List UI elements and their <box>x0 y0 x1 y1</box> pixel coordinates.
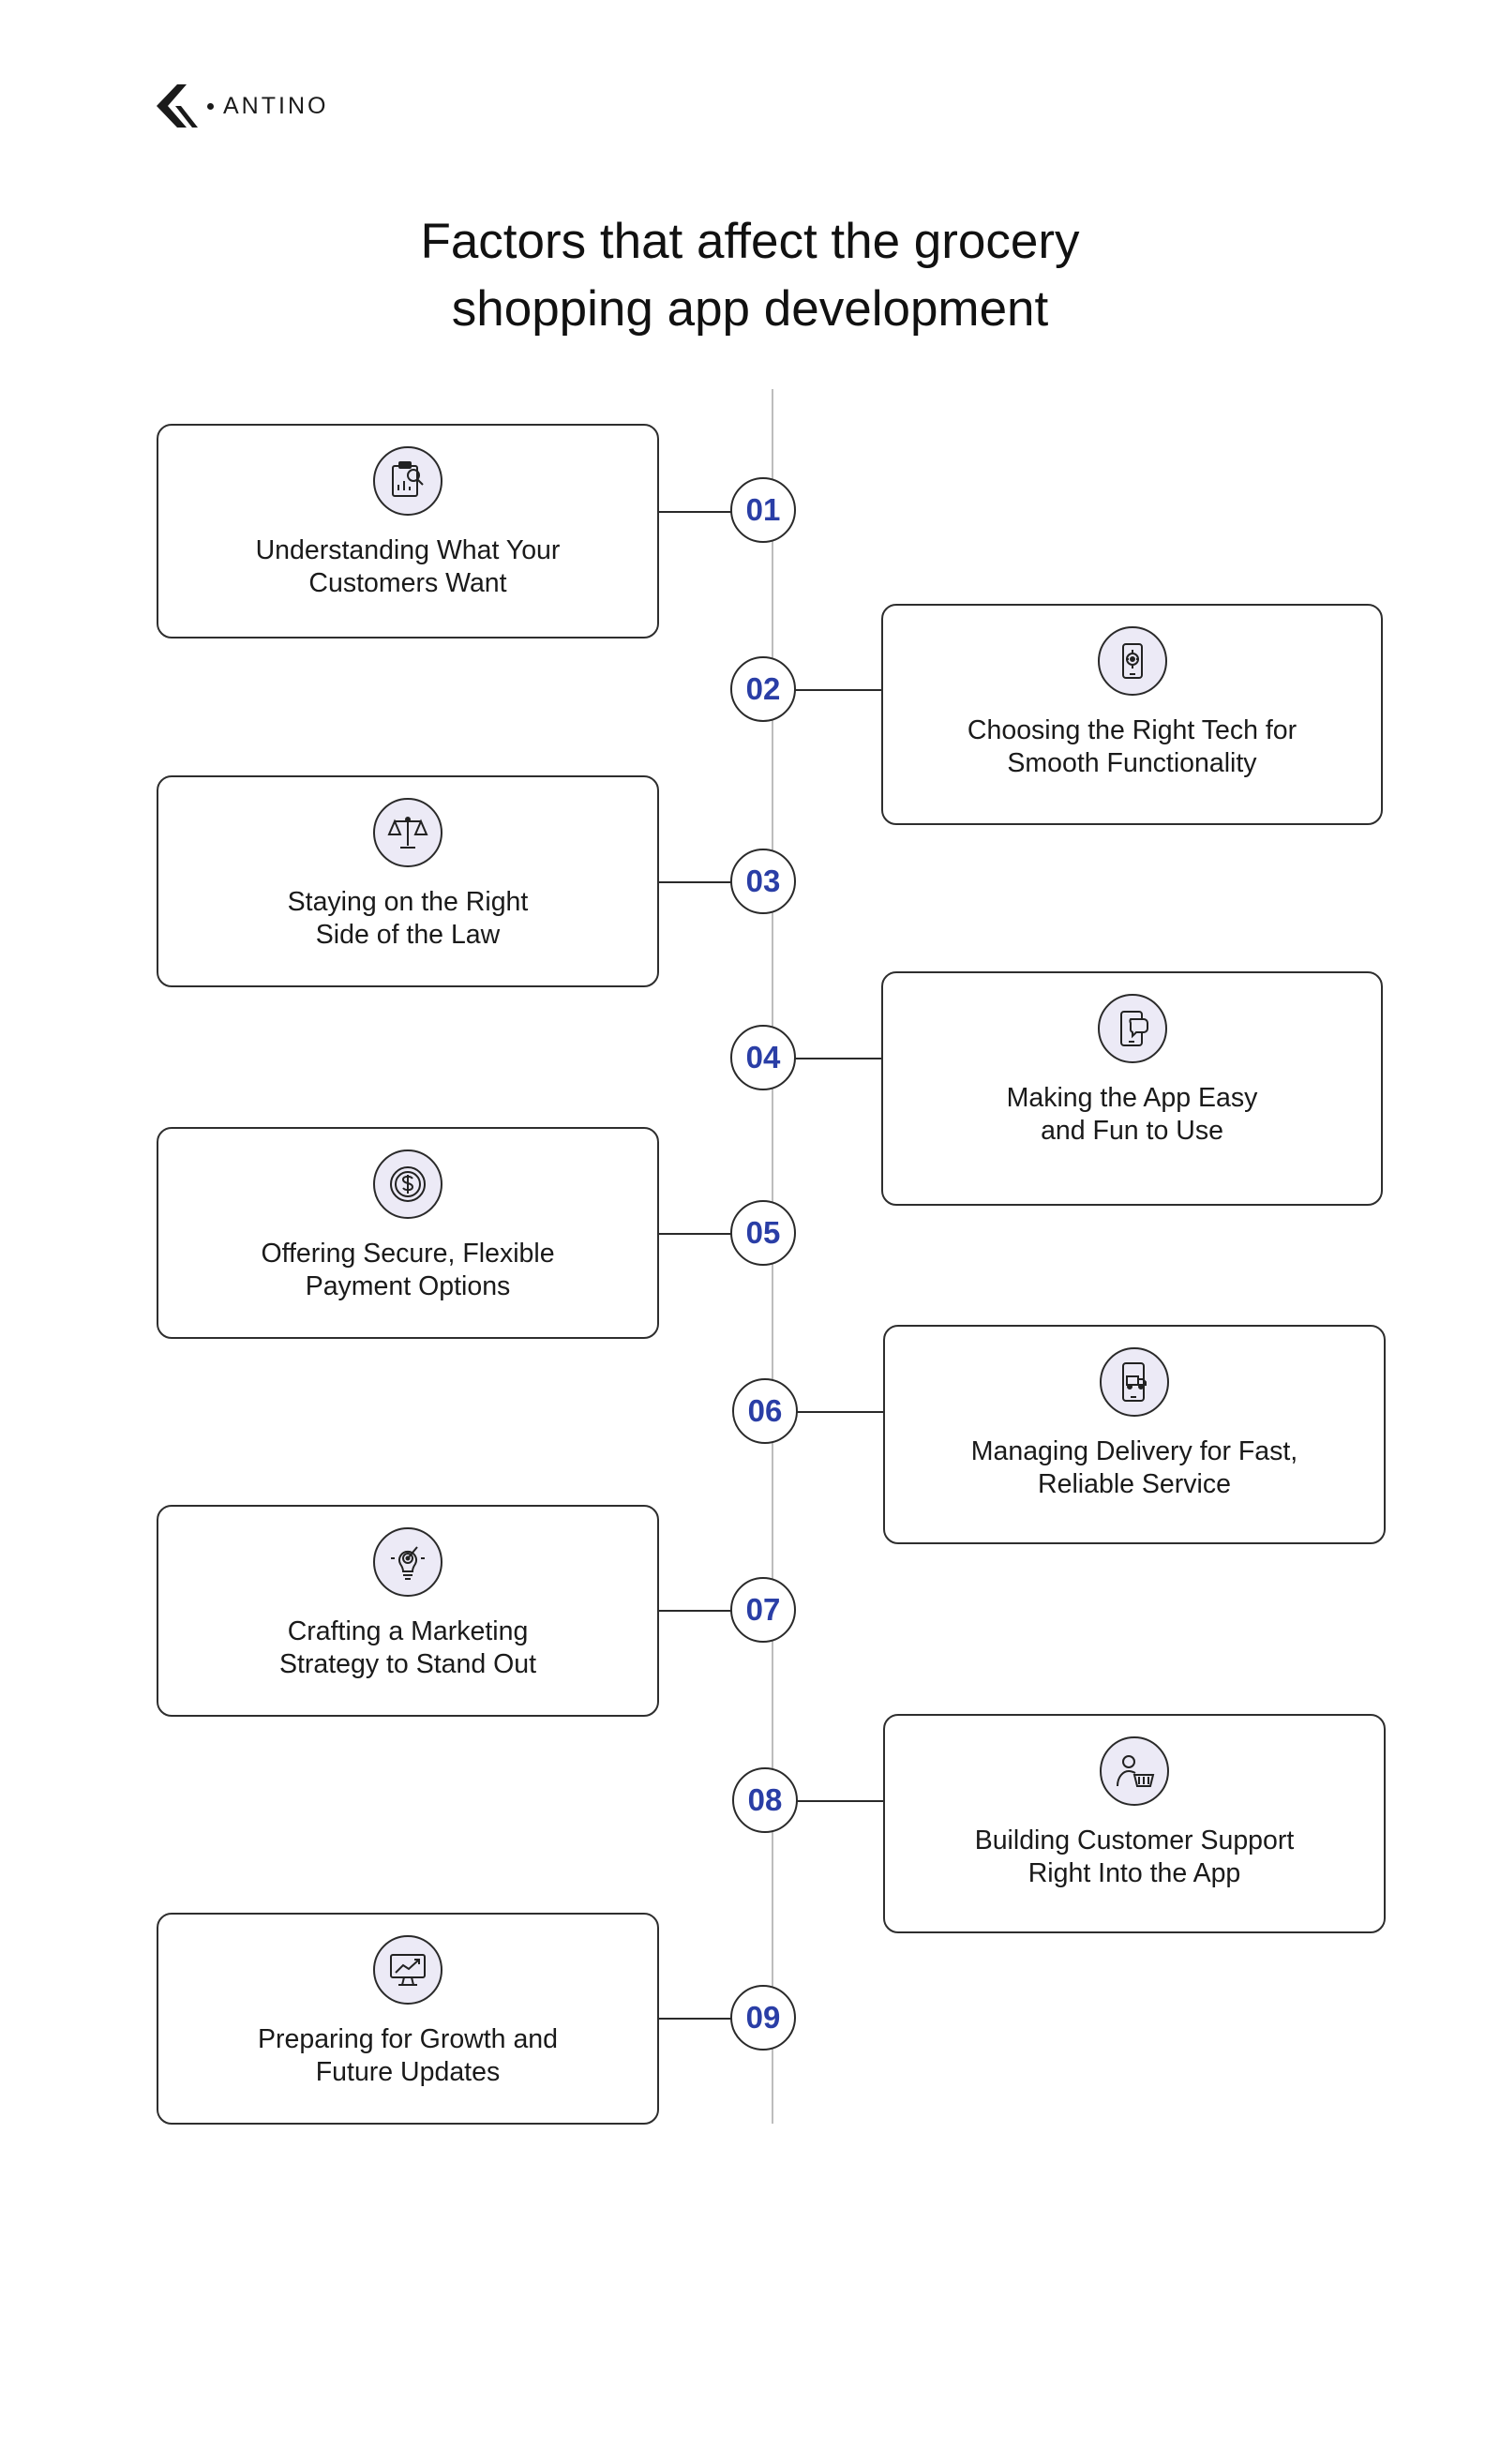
step-card-07: Crafting a Marketing Strategy to Stand O… <box>157 1505 659 1717</box>
step-card-01: Understanding What Your Customers Want <box>157 424 659 639</box>
step-card-08: Building Customer Support Right Into the… <box>883 1714 1386 1933</box>
step-number-06: 06 <box>732 1378 798 1444</box>
page-title: Factors that affect the grocery shopping… <box>0 208 1500 343</box>
step-card-03: Staying on the Right Side of the Law <box>157 775 659 987</box>
step-01-line-1: Understanding What Your <box>255 535 561 565</box>
step-label-07: Crafting a Marketing Strategy to Stand O… <box>177 1615 638 1681</box>
step-label-02: Choosing the Right Tech for Smooth Funct… <box>902 714 1362 780</box>
connector-05 <box>658 1233 759 1235</box>
step-label-06: Managing Delivery for Fast, Reliable Ser… <box>904 1435 1365 1501</box>
brand-logo[interactable]: ANTINO <box>155 83 328 129</box>
step-08-line-1: Building Customer Support <box>974 1825 1295 1856</box>
mobile-tech-icon <box>1097 626 1167 696</box>
step-06-line-2: Reliable Service <box>1038 1469 1231 1499</box>
step-number-09: 09 <box>730 1985 796 2051</box>
step-number-05: 05 <box>730 1200 796 1266</box>
step-number-03: 03 <box>730 849 796 914</box>
connector-04 <box>788 1058 883 1059</box>
delivery-truck-icon <box>1100 1347 1169 1417</box>
step-label-08: Building Customer Support Right Into the… <box>904 1825 1365 1890</box>
step-09-line-1: Preparing for Growth and <box>258 2024 558 2054</box>
mobile-chat-icon <box>1097 994 1167 1063</box>
step-05-line-1: Offering Secure, Flexible <box>261 1239 555 1269</box>
step-06-line-1: Managing Delivery for Fast, <box>970 1436 1298 1466</box>
step-label-03: Staying on the Right Side of the Law <box>177 886 638 952</box>
step-label-09: Preparing for Growth and Future Updates <box>177 2023 638 2089</box>
step-number-01: 01 <box>730 477 796 543</box>
step-card-06: Managing Delivery for Fast, Reliable Ser… <box>883 1325 1386 1544</box>
step-05-line-2: Payment Options <box>305 1271 511 1301</box>
support-basket-icon <box>1100 1736 1169 1806</box>
step-07-line-1: Crafting a Marketing <box>287 1616 529 1646</box>
step-card-05: Offering Secure, Flexible Payment Option… <box>157 1127 659 1339</box>
step-label-01: Understanding What Your Customers Want <box>177 534 638 600</box>
step-08-line-2: Right Into the App <box>1028 1858 1241 1888</box>
brand-name: ANTINO <box>223 92 329 119</box>
step-04-line-2: and Fun to Use <box>1041 1116 1223 1146</box>
title-line-2: shopping app development <box>451 281 1049 337</box>
connector-09 <box>658 2018 759 2020</box>
title-line-1: Factors that affect the grocery <box>420 214 1080 269</box>
target-idea-icon <box>373 1527 442 1597</box>
step-07-line-2: Strategy to Stand Out <box>278 1649 537 1679</box>
step-number-02: 02 <box>730 656 796 722</box>
step-number-04: 04 <box>730 1025 796 1090</box>
step-03-line-1: Staying on the Right <box>287 887 529 917</box>
research-chart-icon <box>373 446 442 516</box>
connector-06 <box>789 1411 885 1413</box>
dollar-coin-icon <box>373 1149 442 1219</box>
connector-01 <box>658 511 759 513</box>
connector-08 <box>789 1800 885 1802</box>
step-02-line-1: Choosing the Right Tech for <box>967 715 1298 745</box>
logo-dot <box>207 102 214 110</box>
growth-monitor-icon <box>373 1935 442 2005</box>
step-03-line-2: Side of the Law <box>315 920 501 950</box>
step-09-line-2: Future Updates <box>315 2057 501 2087</box>
step-card-09: Preparing for Growth and Future Updates <box>157 1913 659 2125</box>
connector-03 <box>658 881 759 883</box>
step-04-line-1: Making the App Easy <box>1006 1083 1258 1113</box>
step-label-05: Offering Secure, Flexible Payment Option… <box>177 1238 638 1303</box>
antino-logo-icon <box>157 84 198 128</box>
step-number-08: 08 <box>732 1767 798 1833</box>
step-number-07: 07 <box>730 1577 796 1643</box>
step-02-line-2: Smooth Functionality <box>1007 748 1257 778</box>
balance-scale-icon <box>373 798 442 867</box>
step-01-line-2: Customers Want <box>308 568 507 598</box>
connector-07 <box>658 1610 759 1612</box>
step-label-04: Making the App Easy and Fun to Use <box>902 1082 1362 1148</box>
step-card-04: Making the App Easy and Fun to Use <box>881 971 1383 1206</box>
step-card-02: Choosing the Right Tech for Smooth Funct… <box>881 604 1383 825</box>
connector-02 <box>788 689 883 691</box>
